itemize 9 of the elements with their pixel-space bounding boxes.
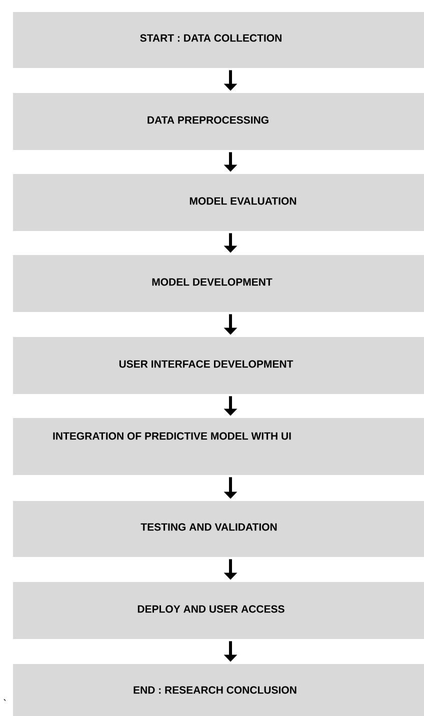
process-box: MODEL DEVELOPMENT — [13, 255, 424, 312]
process-box: TESTING AND VALIDATION — [13, 501, 424, 557]
process-box: DEPLOY AND USER ACCESS — [13, 582, 424, 639]
process-box: DATA PREPROCESSING — [13, 93, 424, 150]
process-box: USER INTERFACE DEVELOPMENT — [13, 337, 424, 394]
process-box: END : RESEARCH CONCLUSION — [13, 664, 424, 716]
process-box: INTEGRATION OF PREDICTIVE MODEL WITH UI — [13, 418, 424, 475]
process-box: START : DATA COLLECTION — [13, 12, 424, 68]
process-box: MODEL EVALUATION — [13, 174, 424, 231]
